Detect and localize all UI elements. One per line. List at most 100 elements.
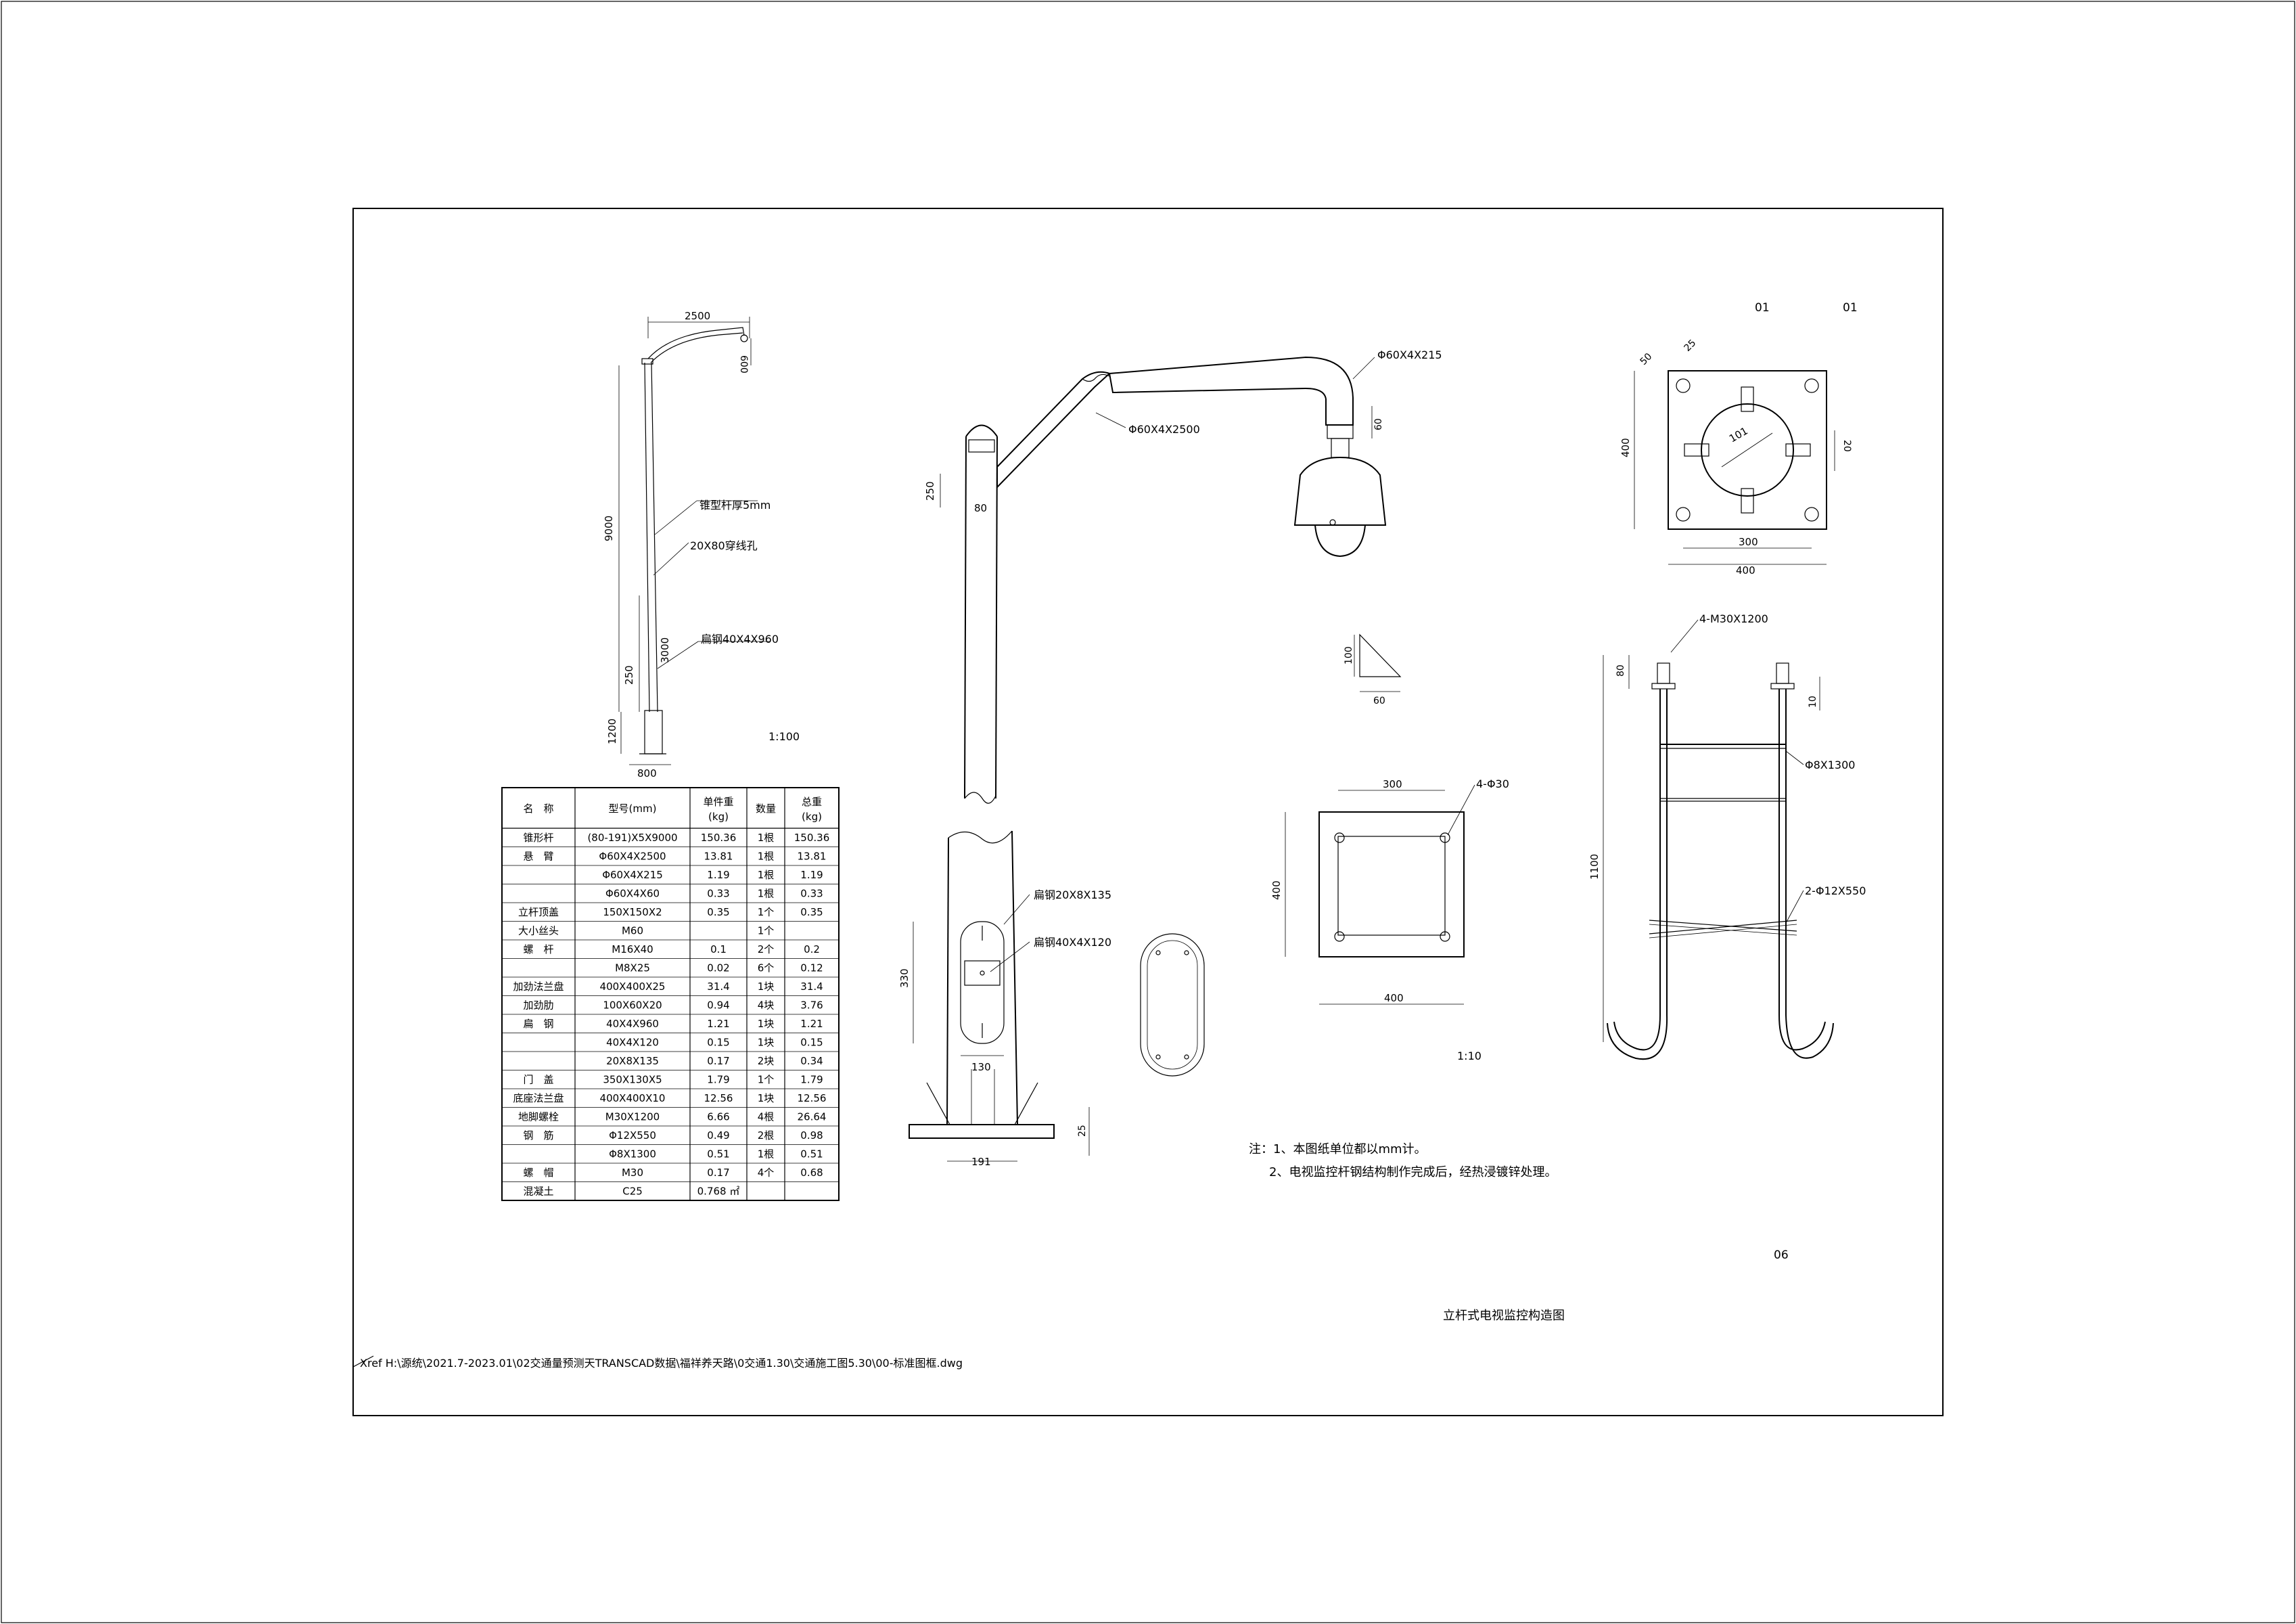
table-cell: 加劲肋 [523,999,553,1012]
table-cell: 0.17 [707,1167,729,1179]
table-cell: 0.49 [707,1129,729,1142]
table-cell: 40X4X120 [606,1037,659,1049]
flange-plan: 50 25 400 101 20 300 400 [1620,338,1852,577]
table-cell: 0.34 [800,1055,823,1067]
table-cell: 0.35 [707,906,729,918]
stiffener-rib: 100 60 [1344,633,1402,706]
table-header-cell: 型号(mm) [609,803,657,815]
table-cell: 3.76 [800,999,823,1012]
table-cell: M16X40 [612,943,653,955]
table-cell: 0.15 [800,1037,823,1049]
header-mark-1: 01 [1755,301,1770,315]
table-cell: 1块 [758,1092,775,1104]
table-cell: 门 盖 [523,1074,553,1086]
table-cell: 0.768 ㎡ [697,1186,740,1198]
table-cell: 立杆顶盖 [518,906,559,918]
table-cell: 1.79 [707,1074,729,1086]
table-cell: 4根 [758,1111,775,1123]
table-cell: 0.15 [707,1037,729,1049]
header-mark-2: 01 [1843,301,1858,315]
dim-d60: 60 [1373,418,1384,430]
table-cell: 0.02 [707,962,729,974]
table-cell: 悬 臂 [523,851,553,863]
table-header-cell: 单件重 [703,796,733,808]
base-plate-plan: 300 400 400 4-Φ30 1:10 [1270,777,1509,1062]
table-cell: 大小丝头 [518,925,559,937]
dim-drop: 600 [738,355,749,374]
overall-pole-view: 2500 600 9000 3000 250 1200 800 锥型杆厚5mm … [603,310,800,780]
table-cell: M60 [622,925,643,937]
callout-hoop: Φ8X1300 [1805,759,1855,771]
dim-flange-300: 300 [1739,536,1758,548]
dim-bottom-250: 250 [623,665,635,685]
table-cell: 12.56 [704,1092,733,1104]
table-cell: Φ60X4X60 [605,888,660,900]
table-cell: 加劲法兰盘 [513,980,564,993]
table-cell: 1.19 [707,869,729,881]
callout-anchor-bolts: 4-M30X1200 [1699,612,1768,625]
dim-base-300: 300 [1383,778,1402,790]
table-header-cell: (kg) [708,811,729,823]
table-cell: 底座法兰盘 [513,1092,564,1104]
dim-anchor-80: 80 [1615,664,1626,677]
detail-pole-view: 250 80 60 Φ60X4X215 Φ60X4X2500 330 130 1… [898,348,1442,1168]
table-cell: 12.56 [798,1092,827,1104]
table-cell: 4块 [758,999,775,1012]
table-cell: 150.36 [794,832,830,844]
note-line-2: 2、电视监控杆钢结构制作完成后，经热浸镀锌处理。 [1269,1165,1557,1179]
dim-rib-100: 100 [1344,646,1354,664]
table-cell: 1个 [758,1074,775,1086]
table-cell: 0.17 [707,1055,729,1067]
table-cell: (80-191)X5X9000 [587,832,677,844]
dim-base-width: 800 [637,767,657,780]
table-cell: 13.81 [798,851,827,863]
table-cell: Φ8X1300 [609,1148,656,1160]
table-cell: 螺 帽 [523,1167,553,1179]
scale-detail: 1:10 [1457,1050,1482,1062]
table-cell: 螺 杆 [523,943,553,955]
dim-flange-20: 20 [1841,440,1852,452]
pole-right-edge [651,362,658,713]
dim-base-400v: 400 [1270,880,1283,900]
dim-rib-60: 60 [1373,696,1385,706]
table-cell: 0.94 [707,999,729,1012]
scale-overall: 1:100 [768,730,800,743]
dim-door-height: 3000 [659,637,671,663]
table-cell: 2根 [758,1129,775,1142]
table-cell: 1个 [758,906,775,918]
table-cell: 1.21 [707,1018,729,1030]
table-cell: 1根 [758,832,775,844]
sheet-number: 06 [1774,1248,1789,1262]
table-cell: 0.12 [800,962,823,974]
dim-flange-400h: 400 [1736,564,1755,577]
table-cell: 0.68 [800,1167,823,1179]
table-cell: 0.33 [707,888,729,900]
door-cover-plate [1140,933,1205,1077]
dim-pole-height: 9000 [603,516,615,541]
table-cell: 400X400X10 [600,1092,666,1104]
table-cell: 1根 [758,851,775,863]
table-cell: 0.98 [800,1129,823,1142]
dim-flange-25: 25 [1682,338,1699,354]
table-cell: 1个 [758,925,775,937]
table-cell: 13.81 [704,851,733,863]
table-cell: Φ60X4X2500 [599,851,666,863]
dim-d191: 191 [971,1156,991,1168]
material-table: 名 称型号(mm)单件重(kg)数量总重(kg)锥形杆(80-191)X5X90… [501,787,840,1201]
table-cell: 2块 [758,1055,775,1067]
xref-path: Xref H:\源统\2021.7-2023.01\02交通量预测天TRANSC… [360,1357,963,1370]
table-cell: 1.79 [800,1074,823,1086]
callout-flat-20x8: 扁钢20X8X135 [1034,888,1111,901]
dome-lens [1314,524,1366,558]
table-cell: 0.35 [800,906,823,918]
dim-flange-50: 50 [1638,351,1655,367]
callout-phi60-215: Φ60X4X215 [1377,348,1442,361]
notes: 注：1、本图纸单位都以mm计。 2、电视监控杆钢结构制作完成后，经热浸镀锌处理。 [1249,1142,1557,1179]
pole-base [644,710,663,754]
callout-flat-steel: 扁钢40X4X960 [701,633,779,646]
dim-flange-400v: 400 [1620,438,1632,457]
table-header-cell: 总重 [802,796,822,808]
table-frame [501,787,840,1201]
callout-wall: 锥型杆厚5mm [699,499,771,512]
